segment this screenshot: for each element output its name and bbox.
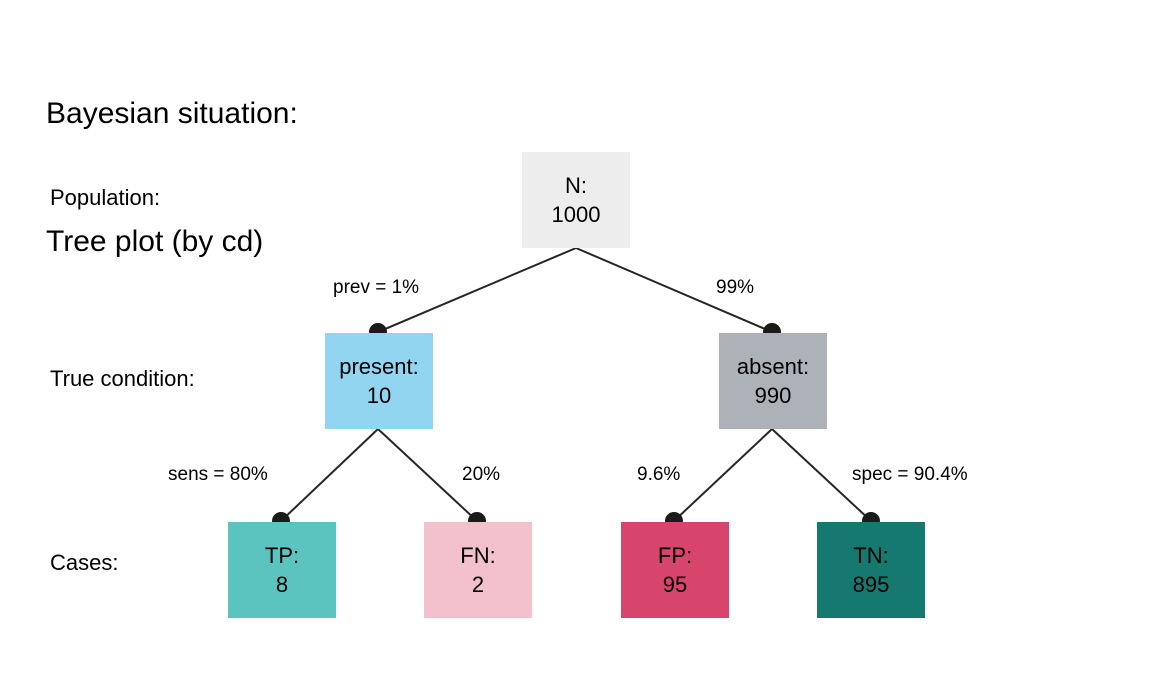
edge-present-fn	[377, 428, 478, 522]
row-label-cases: Cases:	[50, 550, 119, 575]
edge-absent-fp	[673, 428, 773, 522]
title-line-1: Bayesian situation:	[46, 97, 298, 131]
title-line-2: Tree plot (by cd)	[46, 224, 264, 258]
node-case-fn-label: FN:	[460, 542, 496, 568]
node-case-tn[interactable]: TN: 895	[817, 522, 925, 618]
node-case-tn-value: 895	[852, 572, 890, 597]
page-title: Bayesian situation: Tree plot (by cd)	[46, 8, 298, 349]
edge-root-absent	[575, 247, 773, 333]
node-case-fp-value: 95	[662, 572, 688, 597]
node-condition-present-value: 10	[366, 383, 392, 408]
node-case-fn[interactable]: FN: 2	[424, 522, 532, 618]
edge-root-present	[377, 247, 577, 333]
node-case-fn-value: 2	[471, 572, 485, 597]
node-population-n-label: N:	[565, 172, 587, 198]
node-condition-present[interactable]: present: 10	[325, 333, 433, 429]
edge-label-fpr: 9.6%	[637, 464, 681, 485]
node-condition-present-label: present:	[339, 353, 419, 379]
node-case-tp-label: TP:	[264, 542, 300, 568]
node-population-n-value: 1000	[551, 202, 601, 227]
node-case-fp[interactable]: FP: 95	[621, 522, 729, 618]
edge-label-prev: prev = 1%	[333, 277, 420, 298]
node-condition-absent-label: absent:	[736, 353, 810, 379]
node-case-tp[interactable]: TP: 8	[228, 522, 336, 618]
edge-present-tp	[280, 428, 379, 522]
node-case-tp-value: 8	[275, 572, 289, 597]
row-label-population: Population:	[50, 185, 161, 210]
node-condition-absent[interactable]: absent: 990	[719, 333, 827, 429]
edge-label-sens-complement: 20%	[462, 464, 501, 485]
node-case-tn-label: TN:	[853, 542, 889, 568]
edge-label-sens: sens = 80%	[168, 464, 268, 485]
edge-label-spec: spec = 90.4%	[852, 464, 968, 485]
row-label-true-condition: True condition:	[50, 366, 195, 391]
node-condition-absent-value: 990	[754, 383, 792, 408]
edge-absent-tn	[771, 428, 872, 522]
edge-label-prev-complement: 99%	[716, 277, 755, 298]
node-case-fp-label: FP:	[657, 542, 693, 568]
node-population-n[interactable]: N: 1000	[522, 152, 630, 248]
